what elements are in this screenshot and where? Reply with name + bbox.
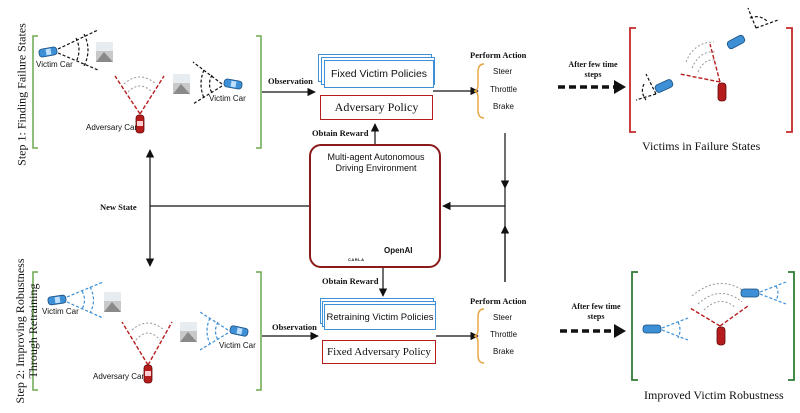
adversary-car-label: Adversary Car (86, 123, 138, 132)
adversary-policy-label: Adversary Policy (334, 100, 419, 114)
step2-label: Step 2: Improving Robustness Through Ret… (13, 258, 40, 404)
camera-view-thumbnail (173, 74, 190, 94)
adversary-car-icon (716, 326, 726, 346)
step1-label: Step 1: Finding Failure States (14, 23, 29, 166)
fixed-adversary-policy-box: Fixed Adversary Policy (322, 340, 436, 364)
adversary-car-label: Adversary Car (93, 372, 145, 381)
top-scene-bracket-right (256, 35, 262, 149)
victim-car-icon (229, 325, 249, 337)
failure-scene (635, 7, 779, 102)
bottom-scene-bracket-left (32, 271, 38, 391)
victim-car-icon (726, 34, 746, 50)
camera-view-thumbnail (104, 292, 121, 312)
action-steer: Steer (493, 67, 513, 76)
adversary-car-icon (143, 364, 153, 384)
after-steps-arrow-bottom (560, 324, 626, 338)
observation-label: Observation (272, 322, 317, 332)
action-throttle: Throttle (490, 85, 518, 94)
victim-sensor-cone (66, 281, 104, 319)
camera-view-thumbnail (96, 42, 113, 62)
perform-action-label: Perform Action (470, 50, 527, 60)
victims-failure-title: Victims in Failure States (642, 139, 761, 153)
action-steer: Steer (493, 313, 513, 322)
adversary-car-icon (717, 82, 727, 102)
action-bracket-bottom (473, 308, 485, 364)
victim-car-icon (38, 46, 58, 58)
environment-title: Multi-agent Autonomous Driving Environme… (327, 152, 425, 173)
camera-view-thumbnail (180, 322, 197, 342)
victim-sensor-cone (199, 311, 229, 351)
adversary-sensor-cone (121, 321, 173, 366)
victim-car-icon (47, 294, 67, 306)
top-scene-bracket-left (32, 35, 38, 149)
action-brake: Brake (493, 102, 514, 111)
perform-action-label: Perform Action (470, 296, 527, 306)
victim-car-icon (223, 78, 243, 90)
after-steps-label: After few time steps (571, 302, 621, 321)
new-state-arrows (145, 149, 309, 267)
environment-box: Multi-agent Autonomous Driving Environme… (309, 144, 441, 268)
result-bracket-top (629, 27, 793, 133)
result-bracket-bottom (631, 271, 795, 381)
victim-car-icon (642, 324, 662, 334)
victim-car-label: Victim Car (219, 341, 256, 350)
victim-sensor-cone (57, 29, 99, 71)
fixed-victim-policies-box: Fixed Victim Policies (324, 60, 434, 88)
openai-logo-text: OpenAI (384, 246, 413, 255)
retraining-victim-policies-box: Retraining Victim Policies (324, 304, 436, 330)
adversary-car-icon (135, 114, 145, 134)
after-steps-arrow-top (558, 80, 626, 94)
victim-sensor-cone (192, 61, 223, 105)
fixed-adversary-policy-label: Fixed Adversary Policy (327, 346, 431, 358)
improved-robustness-title: Improved Victim Robustness (644, 388, 784, 402)
observation-label: Observation (268, 76, 313, 86)
after-steps-label: After few time steps (568, 60, 618, 79)
action-to-env-loop (442, 133, 510, 282)
new-state-label: New State (100, 202, 137, 212)
bottom-scene-bracket-right (256, 271, 262, 391)
adversary-sensor-cone (114, 75, 165, 115)
victim-car-label: Victim Car (42, 307, 79, 316)
victim-car-icon (740, 288, 760, 298)
victim-car-label: Victim Car (36, 60, 73, 69)
retraining-victim-policies-label: Retraining Victim Policies (326, 311, 434, 323)
carla-logo-text: CARLA (348, 257, 365, 262)
obtain-reward-label: Obtain Reward (312, 128, 369, 138)
robust-scene (642, 281, 787, 346)
action-throttle: Throttle (490, 330, 518, 339)
fixed-victim-policies-label: Fixed Victim Policies (330, 68, 428, 80)
adversary-policy-box: Adversary Policy (320, 95, 433, 120)
victim-car-icon (654, 79, 674, 93)
action-brake: Brake (493, 347, 514, 356)
obtain-reward-label: Obtain Reward (322, 276, 379, 286)
victim-car-label: Victim Car (209, 94, 246, 103)
action-bracket-top (473, 63, 485, 119)
